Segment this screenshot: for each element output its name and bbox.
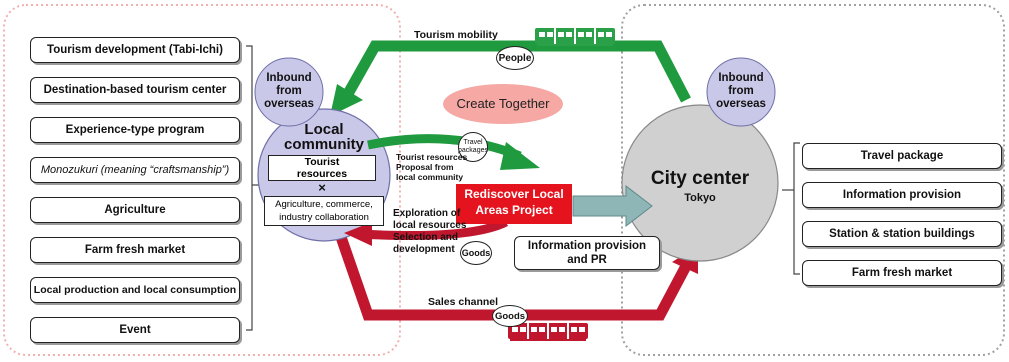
project-line1: Rediscover Local	[464, 187, 564, 201]
city-center-circle	[621, 104, 779, 262]
create-together-oval	[443, 84, 563, 124]
proposal-text: Tourist resources Proposal from local co…	[396, 152, 467, 182]
exploration-curve-arrowhead	[344, 222, 372, 246]
proposal-line2: Proposal from	[396, 162, 454, 172]
left-item-tourism-development: Tourism development (Tabi-Ichi)	[30, 37, 240, 63]
project-line2: Areas Project	[475, 203, 553, 217]
left-region-outline	[3, 4, 401, 356]
left-item-tourism-center: Destination-based tourism center	[30, 77, 240, 103]
info-line2: and PR	[567, 254, 607, 266]
tourism-mobility-arrowhead	[330, 84, 363, 116]
info-line1: Information provision	[527, 240, 647, 252]
right-item-information: Information provision	[802, 182, 1002, 208]
travel-packages-line2: packages	[458, 147, 488, 154]
train-icon-red	[508, 323, 588, 341]
right-bracket	[793, 142, 800, 275]
exploration-line3: Selection and	[393, 232, 459, 243]
local-community-title: Local community	[268, 122, 380, 152]
people-badge: People	[496, 46, 534, 70]
info-provision-box: Information provision and PR	[514, 236, 660, 270]
left-bracket	[246, 45, 253, 331]
tourist-resources-line2: resources	[296, 168, 348, 180]
city-center-title: City center	[650, 168, 750, 189]
collaboration-box: Agriculture, commerce, industry collabor…	[264, 196, 384, 226]
right-item-farm-market: Farm fresh market	[802, 260, 1002, 286]
right-item-station: Station & station buildings	[802, 221, 1002, 247]
inbound-left-label: Inbound from overseas	[264, 72, 314, 110]
project-label: Rediscover Local Areas Project	[456, 186, 572, 218]
create-together-label: Create Together	[456, 96, 550, 111]
left-item-monozukuri: Monozukuri (meaning “craftsmanship”)	[30, 157, 240, 183]
proposal-line1: Tourist resources	[396, 152, 468, 162]
right-item-travel-package: Travel package	[802, 143, 1002, 169]
travel-packages-line1: Travel	[463, 139, 483, 146]
left-item-agriculture: Agriculture	[30, 197, 240, 223]
goods-mid-badge: Goods	[460, 241, 492, 265]
left-item-local-production: Local production and local consumption	[30, 277, 240, 303]
left-item-farm-market: Farm fresh market	[30, 237, 240, 263]
tourist-resources-box: Tourist resources	[268, 155, 376, 181]
exploration-line1: Exploration of	[393, 208, 461, 219]
local-title-line2: community	[283, 136, 364, 153]
tourism-mobility-label: Tourism mobility	[414, 29, 498, 41]
inbound-right-circle	[706, 57, 776, 127]
train-icon-green	[535, 28, 615, 46]
left-item-experience-program: Experience-type program	[30, 117, 240, 143]
left-item-event: Event	[30, 317, 240, 343]
cross-symbol: ×	[318, 180, 326, 195]
proposal-curve-arrow	[367, 134, 522, 161]
exploration-curve-arrow	[359, 217, 509, 240]
local-title-line1: Local	[304, 121, 344, 138]
exploration-line2: local resources	[393, 220, 467, 231]
inbound-left-circle	[254, 57, 324, 127]
tourist-resources-line1: Tourist	[304, 156, 340, 168]
exploration-text: Exploration of local resources Selection…	[393, 208, 466, 256]
exploration-line4: development	[393, 244, 455, 255]
project-to-city-arrow	[572, 184, 653, 228]
city-center-subtitle: Tokyo	[684, 192, 716, 204]
travel-packages-badge: Travel packages	[458, 132, 488, 162]
proposal-curve-arrowhead	[500, 142, 540, 170]
inbound-right-label: Inbound from overseas	[716, 72, 766, 110]
project-box	[456, 184, 572, 224]
sales-channel-label: Sales channel	[428, 296, 499, 308]
right-region-outline	[621, 4, 1005, 356]
proposal-line3: local community	[396, 172, 464, 182]
goods-bottom-badge: Goods	[492, 305, 528, 327]
